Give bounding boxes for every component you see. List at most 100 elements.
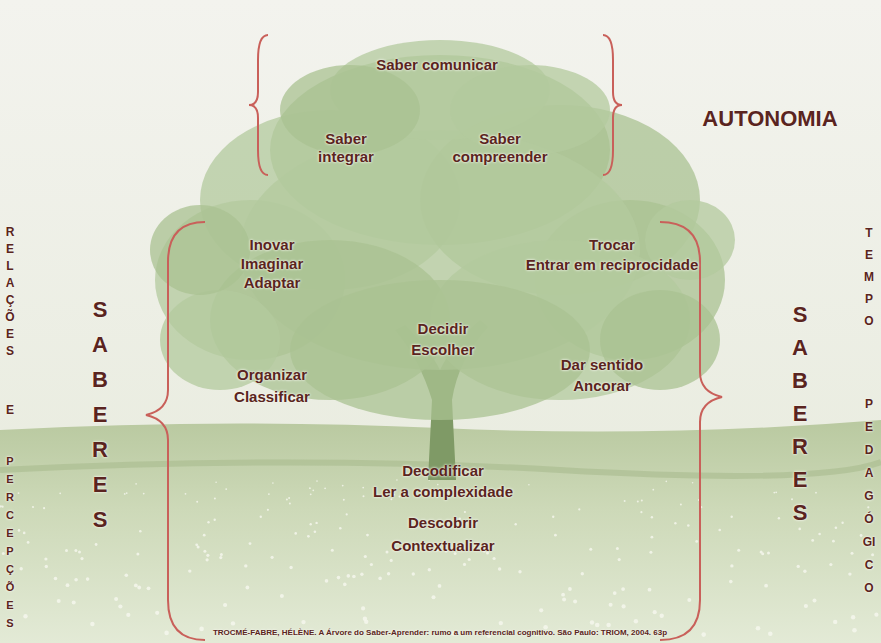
flower-dot xyxy=(761,552,764,555)
flower-dot xyxy=(203,534,206,537)
flower-dot xyxy=(20,567,23,570)
flower-dot xyxy=(272,482,274,484)
flower-dot xyxy=(813,599,817,603)
flower-dot xyxy=(27,541,30,544)
flower-dot xyxy=(687,524,690,527)
flower-dot xyxy=(731,516,733,518)
flower-dot xyxy=(848,572,851,575)
flower-dot xyxy=(331,549,334,552)
flower-dot xyxy=(220,553,223,556)
branch-label: Saber compreender xyxy=(443,130,558,166)
branch-label: Decodificar xyxy=(402,462,484,480)
flower-dot xyxy=(653,610,657,614)
flower-dot xyxy=(378,577,382,581)
branch-label: Ancorar xyxy=(573,377,631,395)
flower-dot xyxy=(637,500,639,502)
flower-dot xyxy=(316,480,318,482)
flower-dot xyxy=(352,575,356,579)
flower-dot xyxy=(188,569,191,572)
flower-dot xyxy=(185,493,187,495)
flower-dot xyxy=(214,519,216,521)
vertical-label: TEMPO xyxy=(862,222,877,332)
flower-dot xyxy=(498,567,501,570)
flower-dot xyxy=(66,583,70,587)
flower-dot xyxy=(126,492,128,494)
flower-dot xyxy=(339,527,342,530)
flower-dot xyxy=(206,558,209,561)
flower-dot xyxy=(118,604,122,608)
flower-dot xyxy=(798,528,801,531)
flower-dot xyxy=(573,599,577,603)
flower-dot xyxy=(134,584,138,588)
flower-dot xyxy=(386,551,389,554)
vertical-heading: SABERES xyxy=(786,298,814,529)
flower-dot xyxy=(59,492,61,494)
flower-dot xyxy=(136,553,139,556)
branch-label: Adaptar xyxy=(244,274,301,292)
flower-dot xyxy=(137,586,141,590)
flower-dot xyxy=(692,482,694,484)
flower-dot xyxy=(464,511,466,513)
flower-dot xyxy=(818,533,821,536)
flower-dot xyxy=(126,613,130,617)
flower-dot xyxy=(143,493,145,495)
branch-label: Contextualizar xyxy=(391,537,494,555)
flower-dot xyxy=(343,499,345,501)
flower-dot xyxy=(606,623,610,627)
canopy-blob xyxy=(290,280,590,420)
flower-dot xyxy=(438,584,442,588)
flower-dot xyxy=(756,626,761,631)
flower-dot xyxy=(851,552,854,555)
branch-label: Descobrir xyxy=(408,514,478,532)
flower-dot xyxy=(301,620,305,624)
branch-label: Saber integrar xyxy=(301,130,391,166)
heading-label: AUTONOMIA xyxy=(702,106,837,132)
flower-dot xyxy=(78,551,81,554)
flower-dot xyxy=(815,492,817,494)
branch-label: Saber comunicar xyxy=(376,56,498,74)
flower-dot xyxy=(539,608,543,612)
flower-dot xyxy=(23,614,27,618)
branch-label: Dar sentido xyxy=(561,356,644,374)
flower-dot xyxy=(804,604,808,608)
flower-dot xyxy=(791,498,793,500)
flower-dot xyxy=(363,495,365,497)
flower-dot xyxy=(852,628,857,633)
flower-dot xyxy=(687,598,691,602)
flower-dot xyxy=(695,540,698,543)
branch-label: Inovar xyxy=(249,236,294,254)
flower-dot xyxy=(363,617,367,621)
canopy-blob xyxy=(600,290,720,390)
flower-dot xyxy=(366,534,369,537)
flower-dot xyxy=(562,598,566,602)
flower-dot xyxy=(95,543,98,546)
flower-dot xyxy=(155,611,159,615)
vertical-label: PEDAGÓGICO xyxy=(862,393,877,600)
flower-dot xyxy=(412,572,415,575)
flower-dot xyxy=(797,565,800,568)
flower-dot xyxy=(528,484,530,486)
flower-dot xyxy=(23,532,26,535)
flower-dot xyxy=(289,503,291,505)
flower-dot xyxy=(730,564,733,567)
flower-dot xyxy=(768,631,773,636)
flower-dot xyxy=(581,572,584,575)
flower-dot xyxy=(468,558,471,561)
flower-dot xyxy=(652,489,654,491)
top-left-bracket xyxy=(249,35,268,175)
flower-dot xyxy=(288,497,290,499)
flower-dot xyxy=(147,586,151,590)
flower-dot xyxy=(578,508,580,510)
flower-dot xyxy=(701,632,706,637)
left-bracket xyxy=(146,222,205,640)
flower-dot xyxy=(651,516,653,518)
branch-label: Organizar xyxy=(237,366,307,384)
flower-dot xyxy=(90,622,94,626)
flower-dot xyxy=(874,613,878,617)
flower-dot xyxy=(493,557,496,560)
flower-dot xyxy=(618,558,621,561)
flower-dot xyxy=(499,621,503,625)
flower-dot xyxy=(124,493,126,495)
